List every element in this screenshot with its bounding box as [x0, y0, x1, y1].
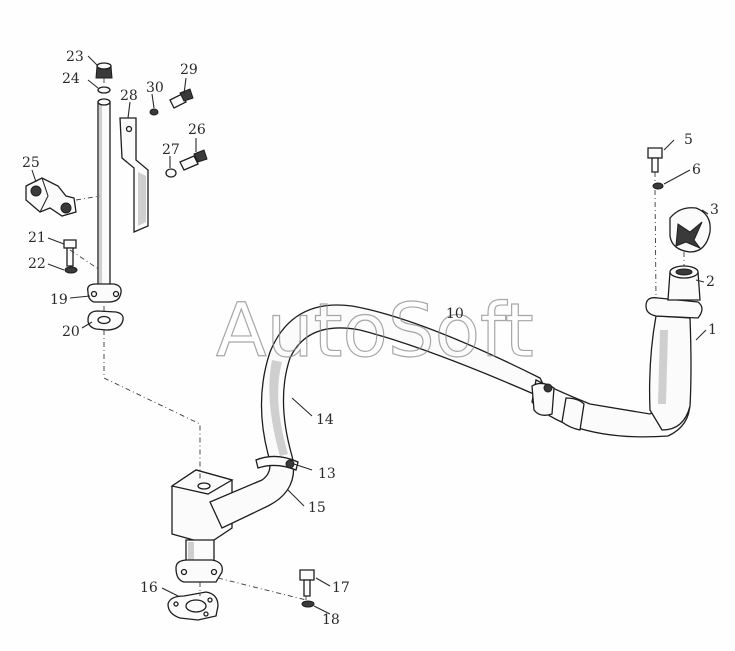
- washer-6: [652, 182, 664, 190]
- bolt-29: [169, 88, 194, 109]
- breather-housing: [170, 469, 234, 583]
- filler-cap-3: [669, 207, 711, 253]
- callout-2: 2: [706, 274, 715, 290]
- callout-16: 16: [140, 580, 158, 596]
- bolt-21: [63, 239, 77, 267]
- dipstick-cap: [95, 62, 113, 79]
- tube-flange: [87, 283, 122, 303]
- bolt-26: [179, 149, 208, 171]
- callout-21: 21: [28, 230, 46, 246]
- washer-30: [149, 108, 159, 116]
- callout-20: 20: [62, 324, 80, 340]
- clamp-25: [25, 177, 77, 217]
- callout-19: 19: [50, 292, 68, 308]
- callout-29: 29: [180, 62, 198, 78]
- callout-14: 14: [316, 412, 334, 428]
- callout-18: 18: [322, 612, 340, 628]
- support-bracket: [119, 117, 149, 233]
- hose-clamp-13: [255, 455, 299, 471]
- callout-22: 22: [28, 256, 46, 272]
- callout-10: 10: [446, 306, 464, 322]
- callout-26: 26: [188, 122, 206, 138]
- callout-28: 28: [120, 88, 138, 104]
- callout-13: 13: [318, 466, 336, 482]
- callout-17: 17: [332, 580, 350, 596]
- callout-25: 25: [22, 155, 40, 171]
- washer-18: [301, 600, 315, 608]
- filler-neck-2: [667, 265, 701, 301]
- washer-22: [64, 266, 78, 274]
- callout-labels: 23 24 28 30 29 26 27 25 21 22 19 20 5 6 …: [22, 49, 719, 628]
- callout-27: 27: [162, 142, 180, 158]
- bolt-17: [299, 569, 315, 597]
- leader-lines: [31, 55, 709, 615]
- assembly-lines: [69, 78, 685, 601]
- elbow-pipe-1: [645, 297, 703, 431]
- callout-3: 3: [710, 202, 719, 218]
- dipstick-tube: [97, 98, 111, 291]
- gasket-16: [167, 591, 219, 621]
- callout-5: 5: [684, 132, 693, 148]
- watermark: AutoSoft: [216, 288, 534, 374]
- callout-1: 1: [708, 322, 717, 338]
- washer-27: [165, 168, 177, 178]
- callout-30: 30: [146, 80, 164, 96]
- pipe-10: [531, 379, 691, 438]
- callout-24: 24: [62, 71, 80, 87]
- callout-15: 15: [308, 500, 326, 516]
- callout-6: 6: [692, 162, 701, 178]
- flange-gasket: [87, 310, 124, 331]
- bolt-5: [647, 147, 663, 173]
- o-ring: [97, 86, 111, 94]
- callout-23: 23: [66, 49, 84, 65]
